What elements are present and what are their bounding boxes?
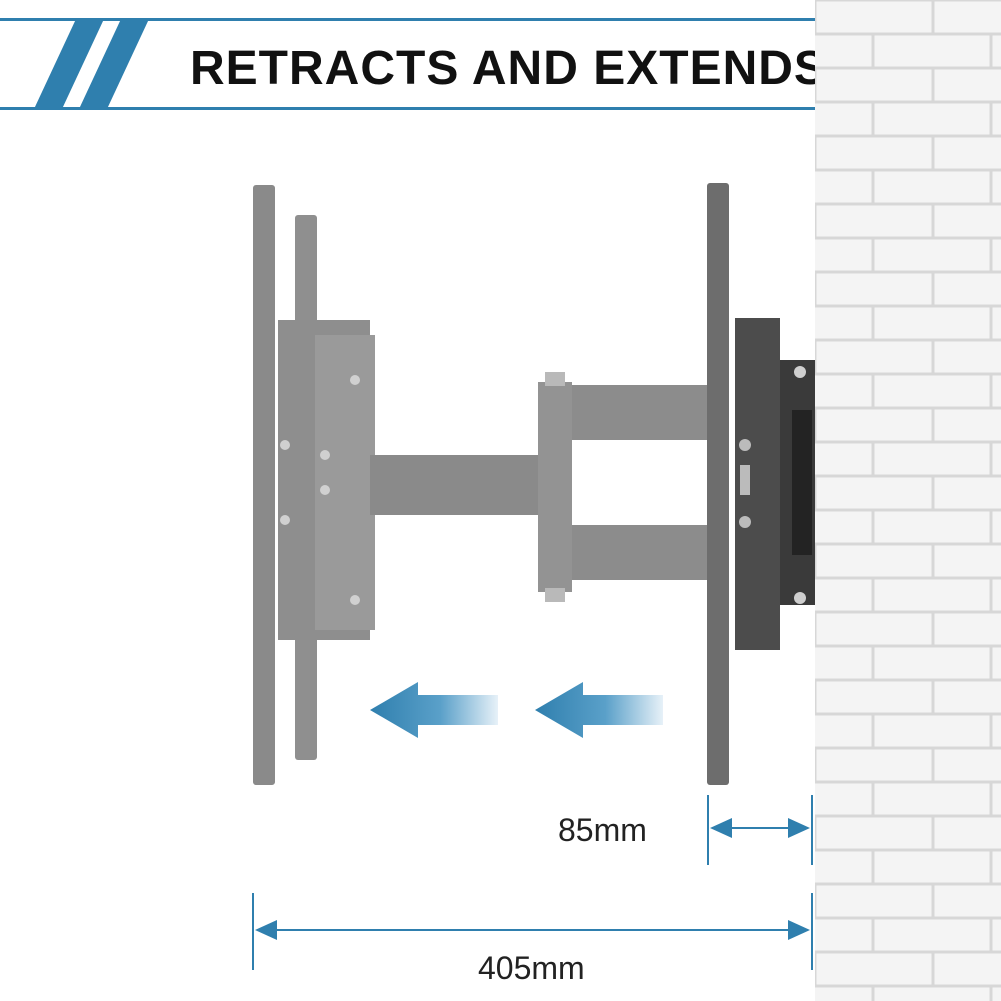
wall-plate-assembly xyxy=(735,318,815,650)
label-85mm: 85mm xyxy=(558,812,647,848)
left-arrow-icon xyxy=(370,682,498,738)
articulating-arms xyxy=(340,372,715,602)
dimension-405mm xyxy=(252,893,813,970)
right-arrow-icon xyxy=(535,682,663,738)
label-405mm: 405mm xyxy=(478,950,585,986)
retract-arrows xyxy=(370,682,663,738)
retracted-tv-rail xyxy=(707,183,729,785)
dimension-85mm xyxy=(707,795,813,865)
brick-wall xyxy=(815,0,1001,1001)
banner-title: RETRACTS AND EXTENDS xyxy=(190,42,827,95)
